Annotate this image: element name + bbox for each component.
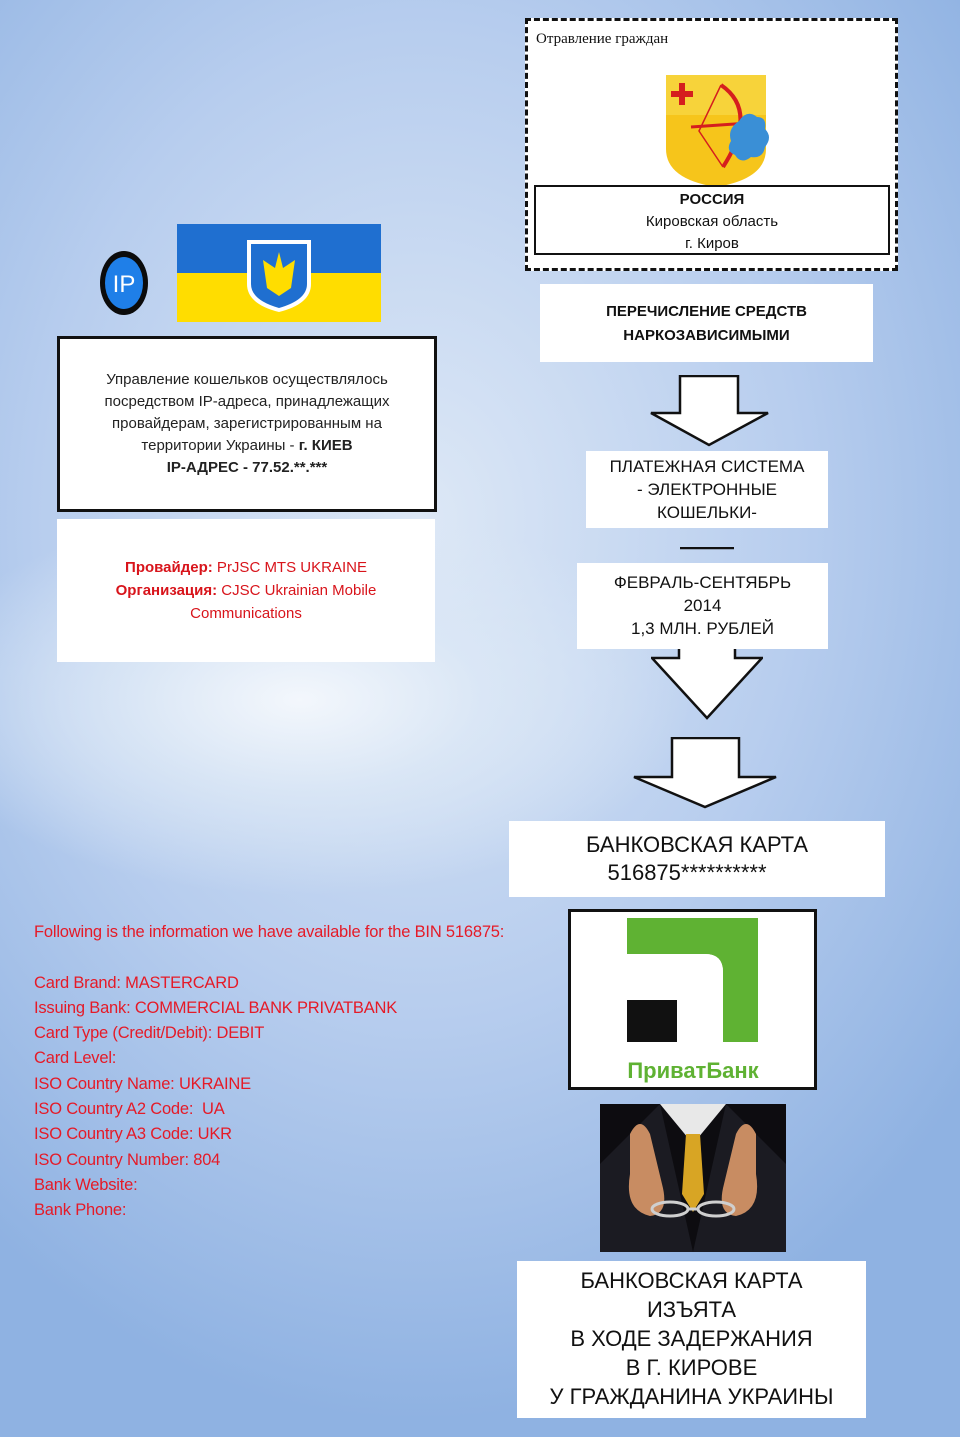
bin-info-line: Bank Website: (34, 1175, 138, 1194)
ip-badge-label: IP (113, 271, 136, 298)
bin-info-line (34, 945, 594, 970)
connector-arrow-stub (680, 547, 734, 550)
kirov-box-title: Отравление граждан (536, 31, 669, 47)
final-line2: ИЗЪЯТА (646, 1297, 737, 1322)
ip-info-line4: территории Украины - г. КИЕВ (70, 435, 424, 457)
ip-address-line: IP-АДРЕС - 77.52.**.*** (166, 459, 328, 476)
city-label: г. Киров (685, 235, 739, 252)
year-line: 2014 (683, 596, 722, 615)
region-label: Кировская область (645, 213, 779, 230)
organization-value: CJSC Ukrainian Mobile (217, 582, 377, 599)
bin-info-line: ISO Country A3 Code: UKR (34, 1125, 232, 1144)
organization-label: Организация: (115, 582, 218, 599)
kirov-coat-of-arms-icon (661, 71, 771, 189)
final-line1: БАНКОВСКАЯ КАРТА (580, 1268, 803, 1293)
bin-info-line: Card Level: (34, 1049, 117, 1068)
kirov-info-box: Отравление граждан РОССИЯ Кировская обла… (525, 18, 898, 271)
funds-transfer-line2: НАРКОЗАВИСИМЫМИ (623, 327, 790, 344)
ip-info-line1: Управление кошельков осуществлялось (106, 371, 388, 388)
bin-info-line: Card Type (Credit/Debit): DEBIT (34, 1024, 265, 1043)
bank-card-label: БАНКОВСКАЯ КАРТА (585, 832, 809, 857)
bank-card-number: 516875********** (607, 860, 767, 885)
privatbank-logo-text: ПриватБанк (627, 1058, 759, 1083)
country-label: РОССИЯ (679, 191, 745, 208)
privatbank-logo: ПриватБанк (568, 909, 817, 1090)
organization-value-cont: Communications (190, 605, 302, 622)
bin-info-line: ISO Country Name: UKRAINE (34, 1074, 251, 1093)
ip-badge-icon: IP (99, 250, 149, 316)
funds-transfer-line1: ПЕРЕЧИСЛЕНИЕ СРЕДСТВ (606, 303, 807, 320)
card-seized-box: БАНКОВСКАЯ КАРТА ИЗЪЯТА В ХОДЕ ЗАДЕРЖАНИ… (517, 1261, 866, 1418)
ip-info-line2: посредством IP-адреса, принадлежащих (104, 393, 390, 410)
payment-system-line2: - ЭЛЕКТРОННЫЕ (637, 480, 777, 499)
ip-address-info-box: Управление кошельков осуществлялось поср… (57, 336, 437, 512)
period-amount-box: ФЕВРАЛЬ-СЕНТЯБРЬ 2014 1,3 МЛН. РУБЛЕЙ (577, 563, 828, 649)
bin-info-line: ISO Country A2 Code: UA (34, 1100, 225, 1119)
funds-transfer-box: ПЕРЕЧИСЛЕНИЕ СРЕДСТВ НАРКОЗАВИСИМЫМИ (540, 284, 873, 362)
bin-info-line: ISO Country Number: 804 (34, 1150, 221, 1169)
payment-system-line3: КОШЕЛЬКИ- (657, 503, 757, 522)
bin-lookup-info: Following is the information we have ava… (34, 920, 594, 1224)
bin-info-line: Bank Phone: (34, 1201, 127, 1220)
provider-label: Провайдер: (125, 559, 213, 576)
ukraine-flag-icon (177, 224, 381, 322)
bin-info-line: Following is the information we have ava… (34, 923, 505, 941)
bank-card-box: БАНКОВСКАЯ КАРТА 516875********** (509, 821, 885, 897)
ip-info-line4-prefix: территории Украины - (141, 437, 299, 454)
amount-line: 1,3 МЛН. РУБЛЕЙ (630, 619, 775, 638)
period-line: ФЕВРАЛЬ-СЕНТЯБРЬ (613, 573, 792, 592)
ip-info-city: г. КИЕВ (298, 437, 353, 454)
down-arrow-icon (650, 375, 769, 447)
payment-system-box: ПЛАТЕЖНАЯ СИСТЕМА - ЭЛЕКТРОННЫЕ КОШЕЛЬКИ… (586, 451, 828, 528)
kirov-location-box: РОССИЯ Кировская область г. Киров (534, 185, 890, 255)
provider-value: PrJSC MTS UKRAINE (212, 559, 367, 576)
bin-info-line: Issuing Bank: COMMERCIAL BANK PRIVATBANK (34, 998, 398, 1017)
final-line4: В Г. КИРОВЕ (625, 1355, 758, 1380)
bin-info-line: Card Brand: MASTERCARD (34, 973, 239, 992)
final-line5: У ГРАЖДАНИНА УКРАИНЫ (549, 1384, 834, 1409)
payment-system-line1: ПЛАТЕЖНАЯ СИСТЕМА (609, 457, 805, 476)
provider-info-box: Провайдер: PrJSC MTS UKRAINE Организация… (57, 519, 435, 662)
down-arrow-icon (651, 649, 763, 720)
ip-info-line3: провайдерам, зарегистрированным на (112, 415, 382, 432)
final-line3: В ХОДЕ ЗАДЕРЖАНИЯ (570, 1326, 813, 1351)
handcuffed-hands-photo (600, 1104, 786, 1252)
down-arrow-icon (633, 737, 777, 809)
